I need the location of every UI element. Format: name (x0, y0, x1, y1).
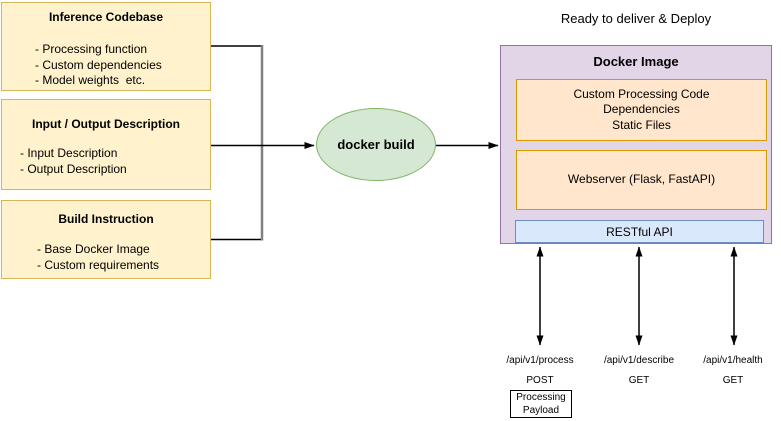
restful-api-label: RESTful API (606, 224, 673, 239)
payload-line: Processing (516, 392, 566, 403)
endpoint-method-get-describe: GET (628, 375, 650, 386)
node-webserver: Webserver (Flask, FastAPI) (516, 150, 767, 210)
endpoint-method-post: POST (526, 375, 554, 386)
list-item: - Output Description (20, 161, 127, 176)
build-instruction-title: Build Instruction (58, 212, 154, 226)
node-custom-processing-code: Custom Processing Code Dependencies Stat… (516, 79, 767, 141)
list-item: - Base Docker Image (37, 242, 150, 256)
endpoint-path-process: /api/v1/process (506, 355, 574, 366)
webserver-label: Webserver (Flask, FastAPI) (567, 172, 716, 187)
docker-build-label: docker build (337, 137, 415, 152)
list-item: - Model weights etc. (35, 73, 146, 87)
node-processing-payload: Processing Payload (510, 390, 572, 418)
payload-line: Payload (522, 405, 560, 416)
node-docker-build: docker build (316, 108, 436, 181)
layer-line: Dependencies (603, 102, 680, 117)
list-item: - Custom requirements (37, 257, 160, 272)
build-instruction-items: - Base Docker Image - Custom requirement… (37, 242, 159, 273)
inference-codebase-title: Inference Codebase (48, 10, 164, 24)
node-restful-api: RESTful API (515, 220, 764, 243)
node-inference-codebase: Inference Codebase - Processing function… (1, 2, 211, 91)
endpoint-path-health: /api/v1/health (703, 355, 763, 366)
layer-line: Custom Processing Code (573, 86, 710, 101)
docker-image-title: Docker Image (593, 54, 679, 69)
ready-to-deploy-caption: Ready to deliver & Deploy (560, 11, 712, 26)
list-item: - Processing function (35, 42, 148, 56)
layer-line: Static Files (612, 117, 671, 132)
node-build-instruction: Build Instruction - Base Docker Image - … (1, 200, 211, 279)
input-output-description-items: - Input Description - Output Description (20, 146, 127, 177)
inference-codebase-items: - Processing function - Custom dependenc… (35, 42, 162, 89)
node-input-output-description: Input / Output Description - Input Descr… (1, 99, 211, 190)
input-output-description-title: Input / Output Description (32, 117, 180, 131)
endpoint-method-get-health: GET (722, 375, 744, 386)
node-docker-image: Docker Image (500, 45, 772, 244)
list-item: - Input Description (20, 146, 118, 160)
endpoint-path-describe: /api/v1/describe (603, 355, 675, 366)
list-item: - Custom dependencies (35, 57, 162, 72)
